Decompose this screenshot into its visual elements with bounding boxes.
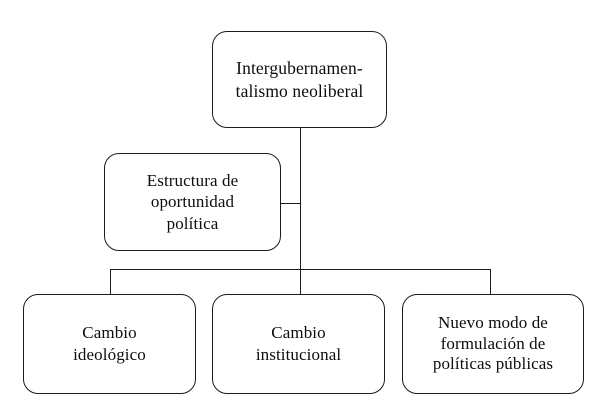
connector-trunk-to-structure bbox=[280, 202, 300, 204]
node-estructura-oportunidad-politica: Estructura de oportunidad política bbox=[104, 153, 281, 251]
connector-drop-ideological bbox=[109, 269, 111, 294]
node-cambio-ideologico: Cambio ideológico bbox=[23, 294, 196, 394]
node-intergubernamentalismo-neoliberal: Intergubernamen- talismo neoliberal bbox=[212, 31, 387, 128]
node-nuevo-modo-formulacion-politicas-publicas: Nuevo modo de formulación de políticas p… bbox=[402, 294, 584, 394]
node-institutional-label: Cambio institucional bbox=[255, 323, 342, 364]
connector-bottom-bus bbox=[110, 268, 491, 270]
node-cambio-institucional: Cambio institucional bbox=[212, 294, 385, 394]
connector-drop-policy bbox=[489, 269, 491, 294]
node-ideological-label: Cambio ideológico bbox=[73, 323, 146, 364]
connector-root-trunk bbox=[299, 128, 301, 294]
node-policy-label: Nuevo modo de formulación de políticas p… bbox=[432, 312, 554, 374]
node-structure-label: Estructura de oportunidad política bbox=[146, 170, 239, 233]
node-root-label: Intergubernamen- talismo neoliberal bbox=[235, 58, 364, 101]
